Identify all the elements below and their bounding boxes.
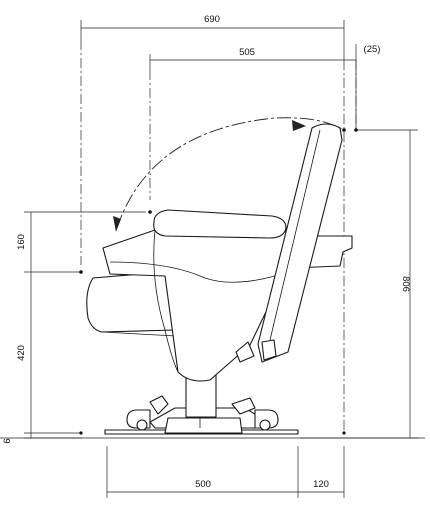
footrest [86,271,176,333]
dim-reclined-depth: 505 [239,47,255,58]
dim-overall-height: 806 [400,276,411,292]
dim-armrest-height: 160 [16,234,27,250]
recline-lever [261,339,277,361]
dim-front-offset: 120 [313,479,329,490]
dimension-labels: 690 505 (25) 160 420 6 806 500 120 [2,14,411,490]
armrest [153,209,287,239]
dim-floor-clearance: 6 [2,438,13,443]
chair-illustration [86,123,353,435]
dimension-lines [0,20,425,498]
dim-overall-depth: 690 [204,14,220,25]
recline-arc [113,117,345,232]
dim-base-width: 500 [195,479,211,490]
dim-back-offset: (25) [364,44,381,55]
dim-seat-height: 420 [16,345,27,361]
